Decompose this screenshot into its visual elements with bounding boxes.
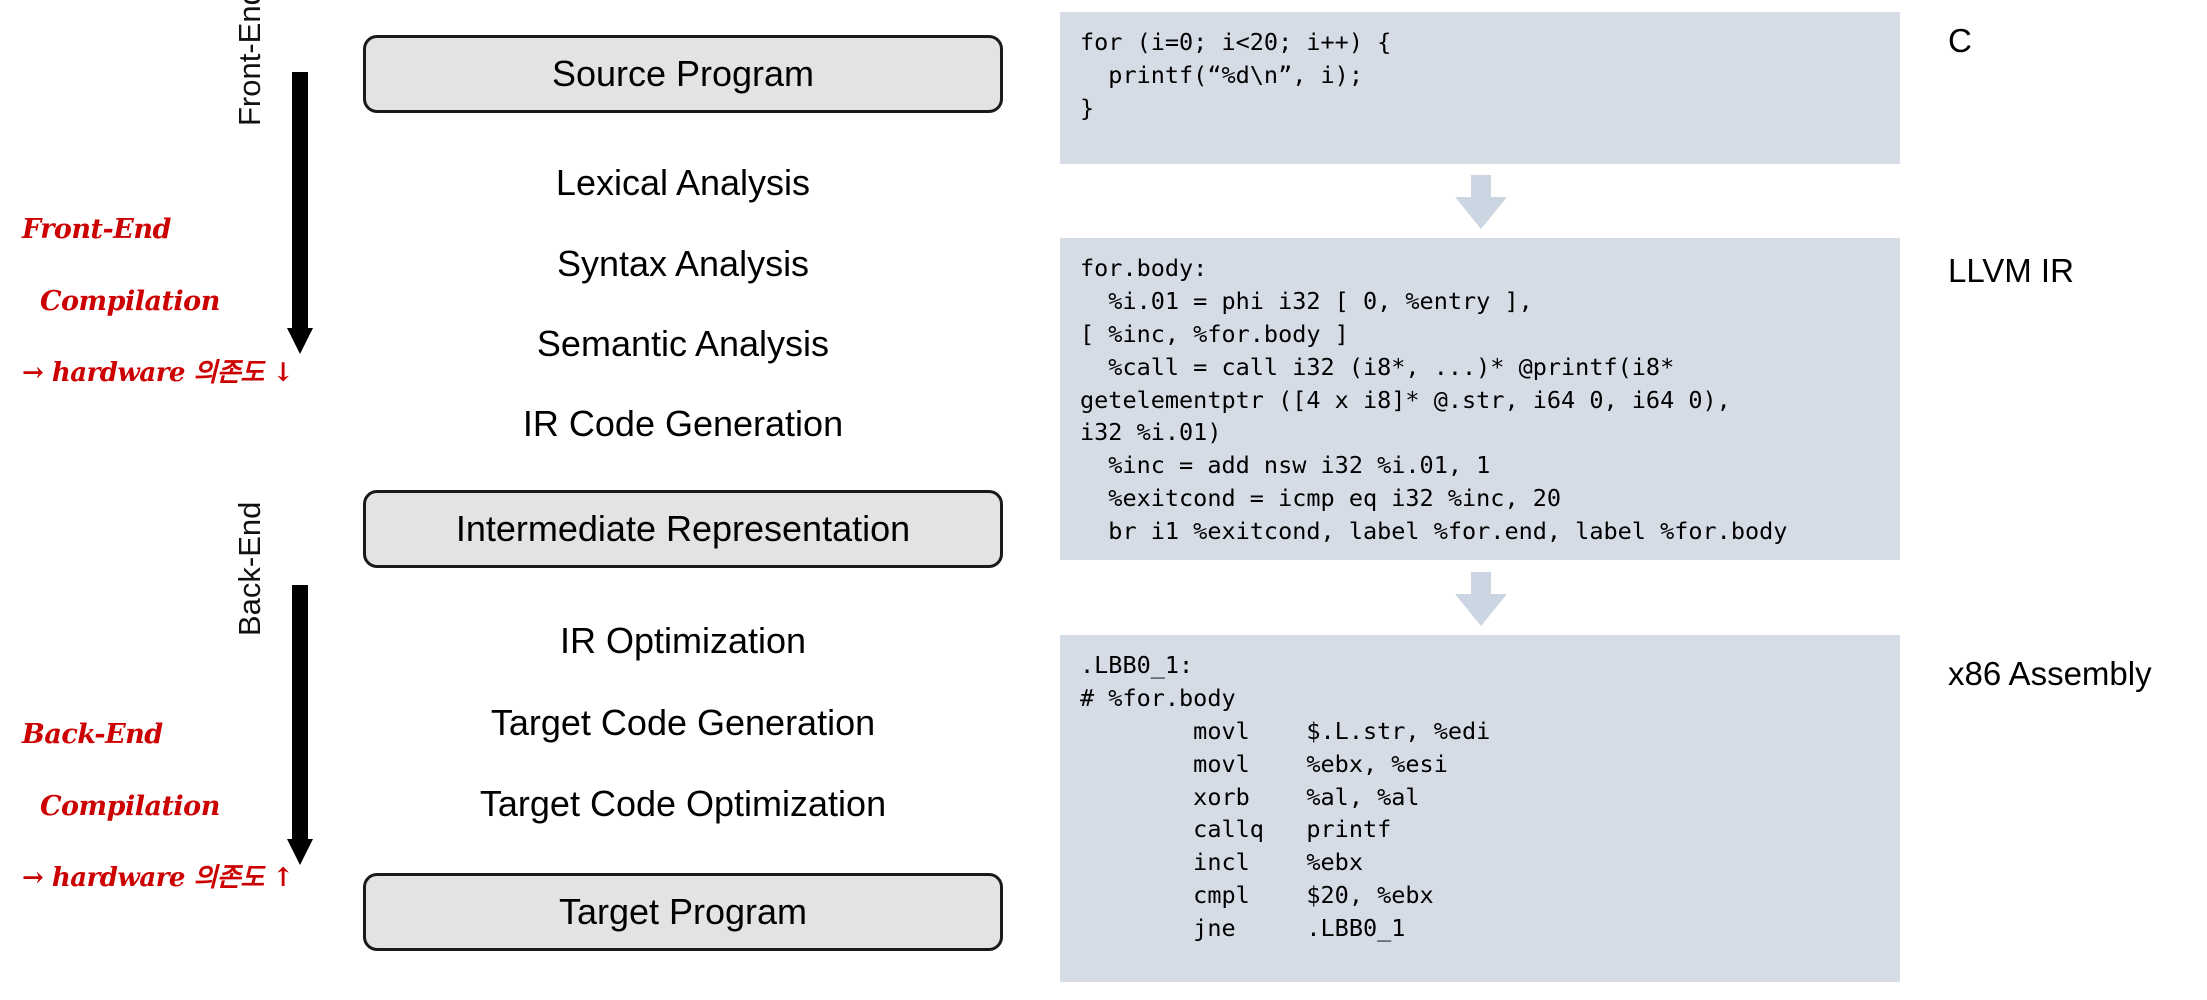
- flow-box-target-program[interactable]: Target Program: [363, 873, 1003, 951]
- flow-step-semantic-analysis: Semantic Analysis: [536, 323, 830, 364]
- annotation-front-end-line2: Compilation: [40, 286, 220, 317]
- flow-step-ir-code-generation: IR Code Generation: [522, 403, 844, 444]
- annotation-back-end-line2: Compilation: [40, 791, 220, 822]
- code-block-x86-assembly[interactable]: .LBB0_1: # %for.body movl $.L.str, %edi …: [1060, 635, 1900, 982]
- flow-arrow-c-to-ir: [1455, 175, 1507, 229]
- phase-label-back-end: Back-End: [232, 501, 267, 636]
- annotation-front-end-line1: Front-End: [22, 214, 171, 246]
- annotation-back-end: Back-End Compilation → hardware 의존도 ↑: [22, 680, 294, 934]
- code-label-llvm-ir: LLVM IR: [1948, 252, 2074, 289]
- flow-step-target-code-generation: Target Code Generation: [490, 702, 876, 743]
- flow-step-ir-optimization: IR Optimization: [559, 620, 807, 661]
- flow-step-target-code-optimization: Target Code Optimization: [479, 783, 887, 824]
- code-label-x86-assembly: x86 Assembly: [1948, 655, 2152, 692]
- back-end-phase-arrow: [287, 585, 313, 865]
- front-end-phase-arrow: [287, 72, 313, 354]
- phase-label-front-end: Front-End: [232, 0, 267, 126]
- code-block-llvm-ir[interactable]: for.body: %i.01 = phi i32 [ 0, %entry ],…: [1060, 238, 1900, 560]
- annotation-back-end-line1: Back-End: [22, 719, 163, 751]
- flow-box-intermediate-representation[interactable]: Intermediate Representation: [363, 490, 1003, 568]
- annotation-front-end: Front-End Compilation → hardware 의존도 ↓: [22, 175, 294, 429]
- annotation-front-end-line3: → hardware 의존도 ↓: [22, 357, 294, 388]
- flow-arrow-ir-to-asm: [1455, 572, 1507, 626]
- annotation-back-end-line3: → hardware 의존도 ↑: [22, 862, 294, 893]
- flow-box-source-program[interactable]: Source Program: [363, 35, 1003, 113]
- flow-step-syntax-analysis: Syntax Analysis: [556, 243, 810, 284]
- code-label-c: C: [1948, 22, 1972, 59]
- flow-step-lexical-analysis: Lexical Analysis: [555, 162, 811, 203]
- code-block-c-source[interactable]: for (i=0; i<20; i++) { printf(“%d\n”, i)…: [1060, 12, 1900, 164]
